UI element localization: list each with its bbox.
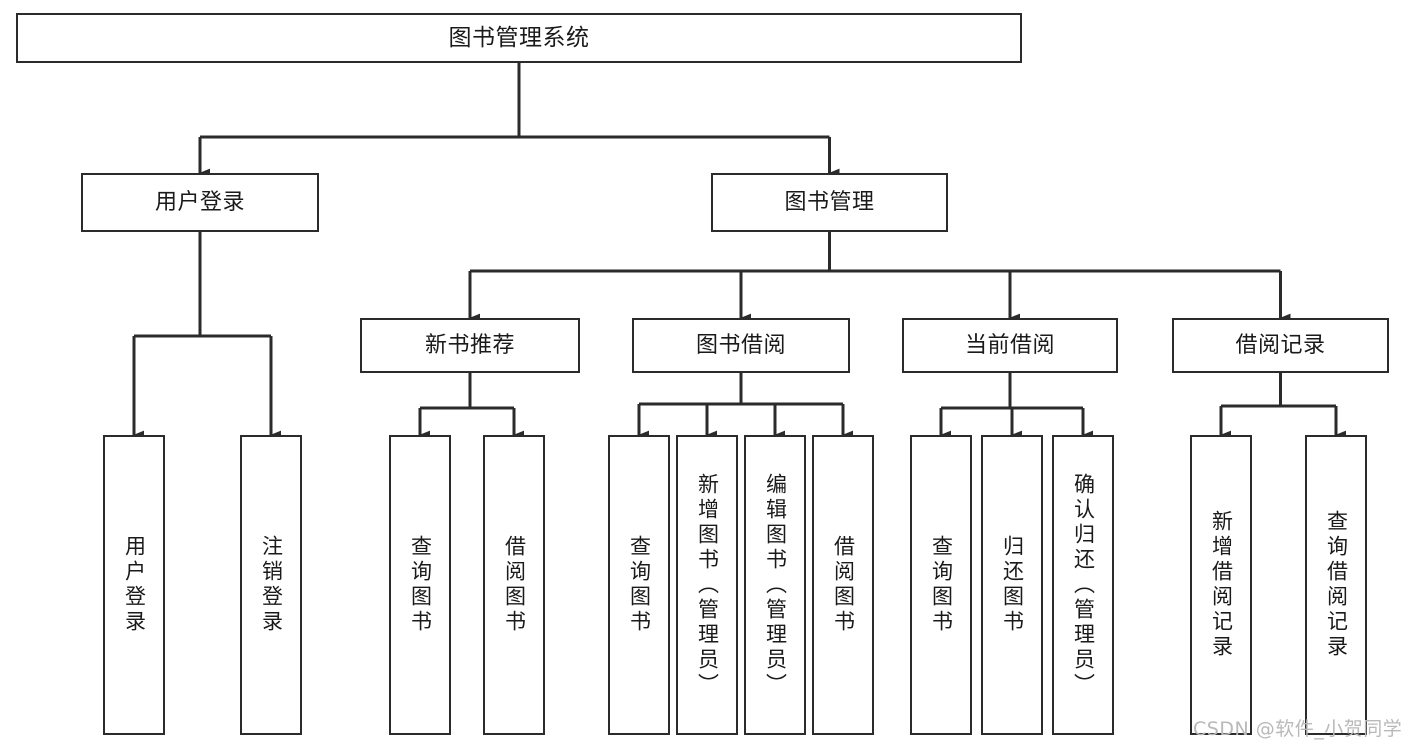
node-bookmgmt[interactable]: 图书管理 bbox=[711, 173, 948, 232]
node-leaf-bw-add[interactable]: 新增图书（管理员） bbox=[676, 435, 738, 735]
node-label: 借阅记录 bbox=[1235, 332, 1326, 358]
node-label: 查询图书 bbox=[627, 535, 652, 635]
node-label: 查询借阅记录 bbox=[1324, 510, 1349, 660]
node-label: 用户登录 bbox=[122, 535, 147, 635]
node-label: 借阅图书 bbox=[502, 535, 527, 635]
node-leaf-bw-edit[interactable]: 编辑图书（管理员） bbox=[744, 435, 806, 735]
node-leaf-cur-confirm[interactable]: 确认归还（管理员） bbox=[1052, 435, 1114, 735]
node-label: 编辑图书（管理员） bbox=[763, 472, 788, 698]
node-leaf-bw-query[interactable]: 查询图书 bbox=[608, 435, 670, 735]
node-label: 借阅图书 bbox=[831, 535, 856, 635]
node-label: 归还图书 bbox=[1000, 535, 1025, 635]
node-newbook[interactable]: 新书推荐 bbox=[360, 318, 580, 373]
node-label: 新书推荐 bbox=[424, 332, 515, 358]
node-label: 图书借阅 bbox=[695, 332, 786, 358]
node-label: 图书管理 bbox=[784, 189, 875, 215]
node-leaf-bw-borrow[interactable]: 借阅图书 bbox=[812, 435, 874, 735]
node-leaf-user-login[interactable]: 用户登录 bbox=[103, 435, 165, 735]
node-label: 新增借阅记录 bbox=[1209, 510, 1234, 660]
node-current[interactable]: 当前借阅 bbox=[902, 318, 1118, 373]
node-leaf-user-logout[interactable]: 注销登录 bbox=[240, 435, 302, 735]
node-label: 新增图书（管理员） bbox=[695, 472, 720, 698]
node-leaf-rec-query[interactable]: 查询借阅记录 bbox=[1305, 435, 1367, 735]
node-label: 注销登录 bbox=[259, 535, 284, 635]
node-label: 查询图书 bbox=[929, 535, 954, 635]
node-root[interactable]: 图书管理系统 bbox=[16, 13, 1022, 63]
node-leaf-nb-borrow[interactable]: 借阅图书 bbox=[483, 435, 545, 735]
node-leaf-cur-query[interactable]: 查询图书 bbox=[910, 435, 972, 735]
node-label: 确认归还（管理员） bbox=[1071, 472, 1096, 698]
node-borrow[interactable]: 图书借阅 bbox=[632, 318, 850, 373]
node-leaf-nb-query[interactable]: 查询图书 bbox=[389, 435, 451, 735]
node-label: 用户登录 bbox=[154, 189, 245, 215]
node-leaf-cur-return[interactable]: 归还图书 bbox=[981, 435, 1043, 735]
node-login[interactable]: 用户登录 bbox=[81, 173, 319, 232]
node-label: 当前借阅 bbox=[964, 332, 1055, 358]
edge-layer bbox=[132, 63, 1347, 440]
node-leaf-rec-add[interactable]: 新增借阅记录 bbox=[1190, 435, 1252, 735]
node-label: 图书管理系统 bbox=[448, 24, 590, 51]
watermark-text: CSDN @软件_小贺同学 bbox=[1193, 718, 1403, 740]
node-records[interactable]: 借阅记录 bbox=[1172, 318, 1389, 373]
node-label: 查询图书 bbox=[408, 535, 433, 635]
